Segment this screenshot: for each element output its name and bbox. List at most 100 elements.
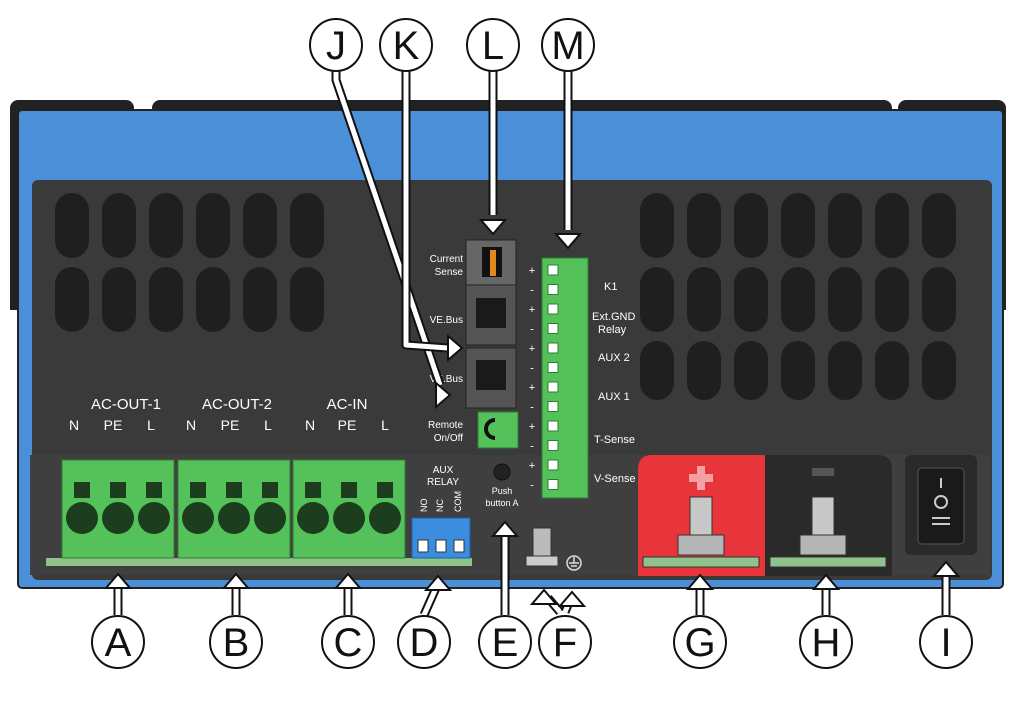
arrow-e-head [490,520,520,537]
vent-slot [687,267,721,332]
ac-out-1-title: AC-OUT-1 [91,396,161,413]
aux-relay-label-line2: RELAY [427,477,459,488]
ac-terminal-wire-entry [66,502,98,534]
ac-terminal-wire-entry [182,502,214,534]
aux-pin-no-label: NO [419,499,429,513]
current-sense-pins [490,250,496,276]
remote-onoff-jumper [484,418,496,440]
negative-busbar [769,556,887,568]
strip-label-aux-2: AUX 2 [598,352,630,364]
strip-label-ext-gnd: Ext.GND [592,311,635,323]
current-sense-label-line2: Sense [435,267,464,278]
ac-terminal-screw-slot [226,482,242,498]
callout-d-letter: D [410,621,439,665]
terminal-strip-pin [547,459,559,471]
terminal-strip-pin [547,303,559,315]
terminal-strip-pin [547,479,559,490]
vebus-2-socket [476,360,506,390]
ac-terminal-screw-slot [74,482,90,498]
minus-icon [812,468,834,476]
vebus-1-socket [476,298,506,328]
ac-out-1-l-label: L [147,417,155,433]
current-sense-label-line1: Current [430,254,464,265]
vent-slot [243,267,277,332]
arrow-d [421,586,439,617]
vent-slot [55,267,89,332]
callout-e-letter: E [492,621,519,665]
vent-slot [687,341,721,400]
vent-slot [734,341,768,400]
callout-h-circle [799,615,853,669]
ac-terminal-wire-entry [138,502,170,534]
vent-slot [149,267,183,332]
terminal-strip-pin [547,264,559,276]
vent-grille [55,193,956,400]
vent-slot [102,267,136,332]
polarity-plus-label: + [529,265,535,277]
vebus-2-label: VE.Bus [430,374,463,385]
ac-rail-strip [46,558,472,566]
ac-terminal-blocks [61,459,406,559]
callout-e-circle [478,615,532,669]
aux-relay-pin-com [453,539,465,553]
terminal-strip-body [541,257,589,499]
vent-slot [243,193,277,258]
ac-out-2-title: AC-OUT-2 [202,396,272,413]
ground-stud-bolt [532,527,552,561]
power-switch-rocker[interactable] [917,467,965,545]
vent-slot [875,267,909,332]
vent-slot [828,341,862,400]
vent-slot [102,193,136,258]
plus-icon [689,466,713,490]
arrow-a-head [103,572,133,589]
push-button-a[interactable] [493,463,511,481]
vent-slot [640,341,674,400]
arrow-l-head [478,219,508,236]
positive-nut [677,534,725,556]
ac-terminal-wire-entry [297,502,329,534]
callout-b-letter: B [223,621,250,665]
polarity-minus-label: - [530,285,534,297]
positive-stud [689,496,713,538]
callout-c-letter: C [334,621,363,665]
vent-slot [290,193,324,258]
vent-slot [875,341,909,400]
polarity-plus-label: + [529,343,535,355]
polarity-minus-label: - [530,480,534,492]
ac-in-title: AC-IN [327,396,368,413]
arrow-g-head [685,573,715,590]
callout-a-circle [91,615,145,669]
arrow-k-head [447,333,464,363]
ac-terminals: AC-OUT-1 N PE L AC-OUT-2 N PE L AC-IN N … [61,396,406,559]
callout-f-letter: F [553,621,577,665]
vent-slot [734,267,768,332]
terminal-strip-pin [547,420,559,432]
aux-relay-label-line1: AUX [433,465,454,476]
vent-slot [781,341,815,400]
ground-stud [525,527,582,571]
terminal-strip-pin [547,401,559,412]
vent-slot [687,193,721,258]
ac-terminal-screw-slot [377,482,393,498]
terminal-strip-pins [547,264,559,490]
ac-terminal-wire-entry [254,502,286,534]
terminal-strip-pin [547,284,559,295]
ground-stud-washer [525,555,559,567]
aux-relay-pin-no [417,539,429,553]
vent-slot [640,193,674,258]
vent-slot [875,193,909,258]
arrow-f-left-head [529,588,559,605]
ground-symbol-icon [566,555,582,571]
arrow-m-head [553,233,583,250]
arrow-f-right-head [557,590,587,607]
ac-out-2-n-label: N [186,417,196,433]
ac-terminal-screw-slot [146,482,162,498]
terminal-strip-pin [547,323,559,334]
comms-ports: Current Sense VE.Bus VE.Bus Remote On/Of… [428,239,519,508]
ac-in-pe-label: PE [338,417,357,433]
polarity-plus-label: + [529,304,535,316]
callout-f-circle [538,615,592,669]
